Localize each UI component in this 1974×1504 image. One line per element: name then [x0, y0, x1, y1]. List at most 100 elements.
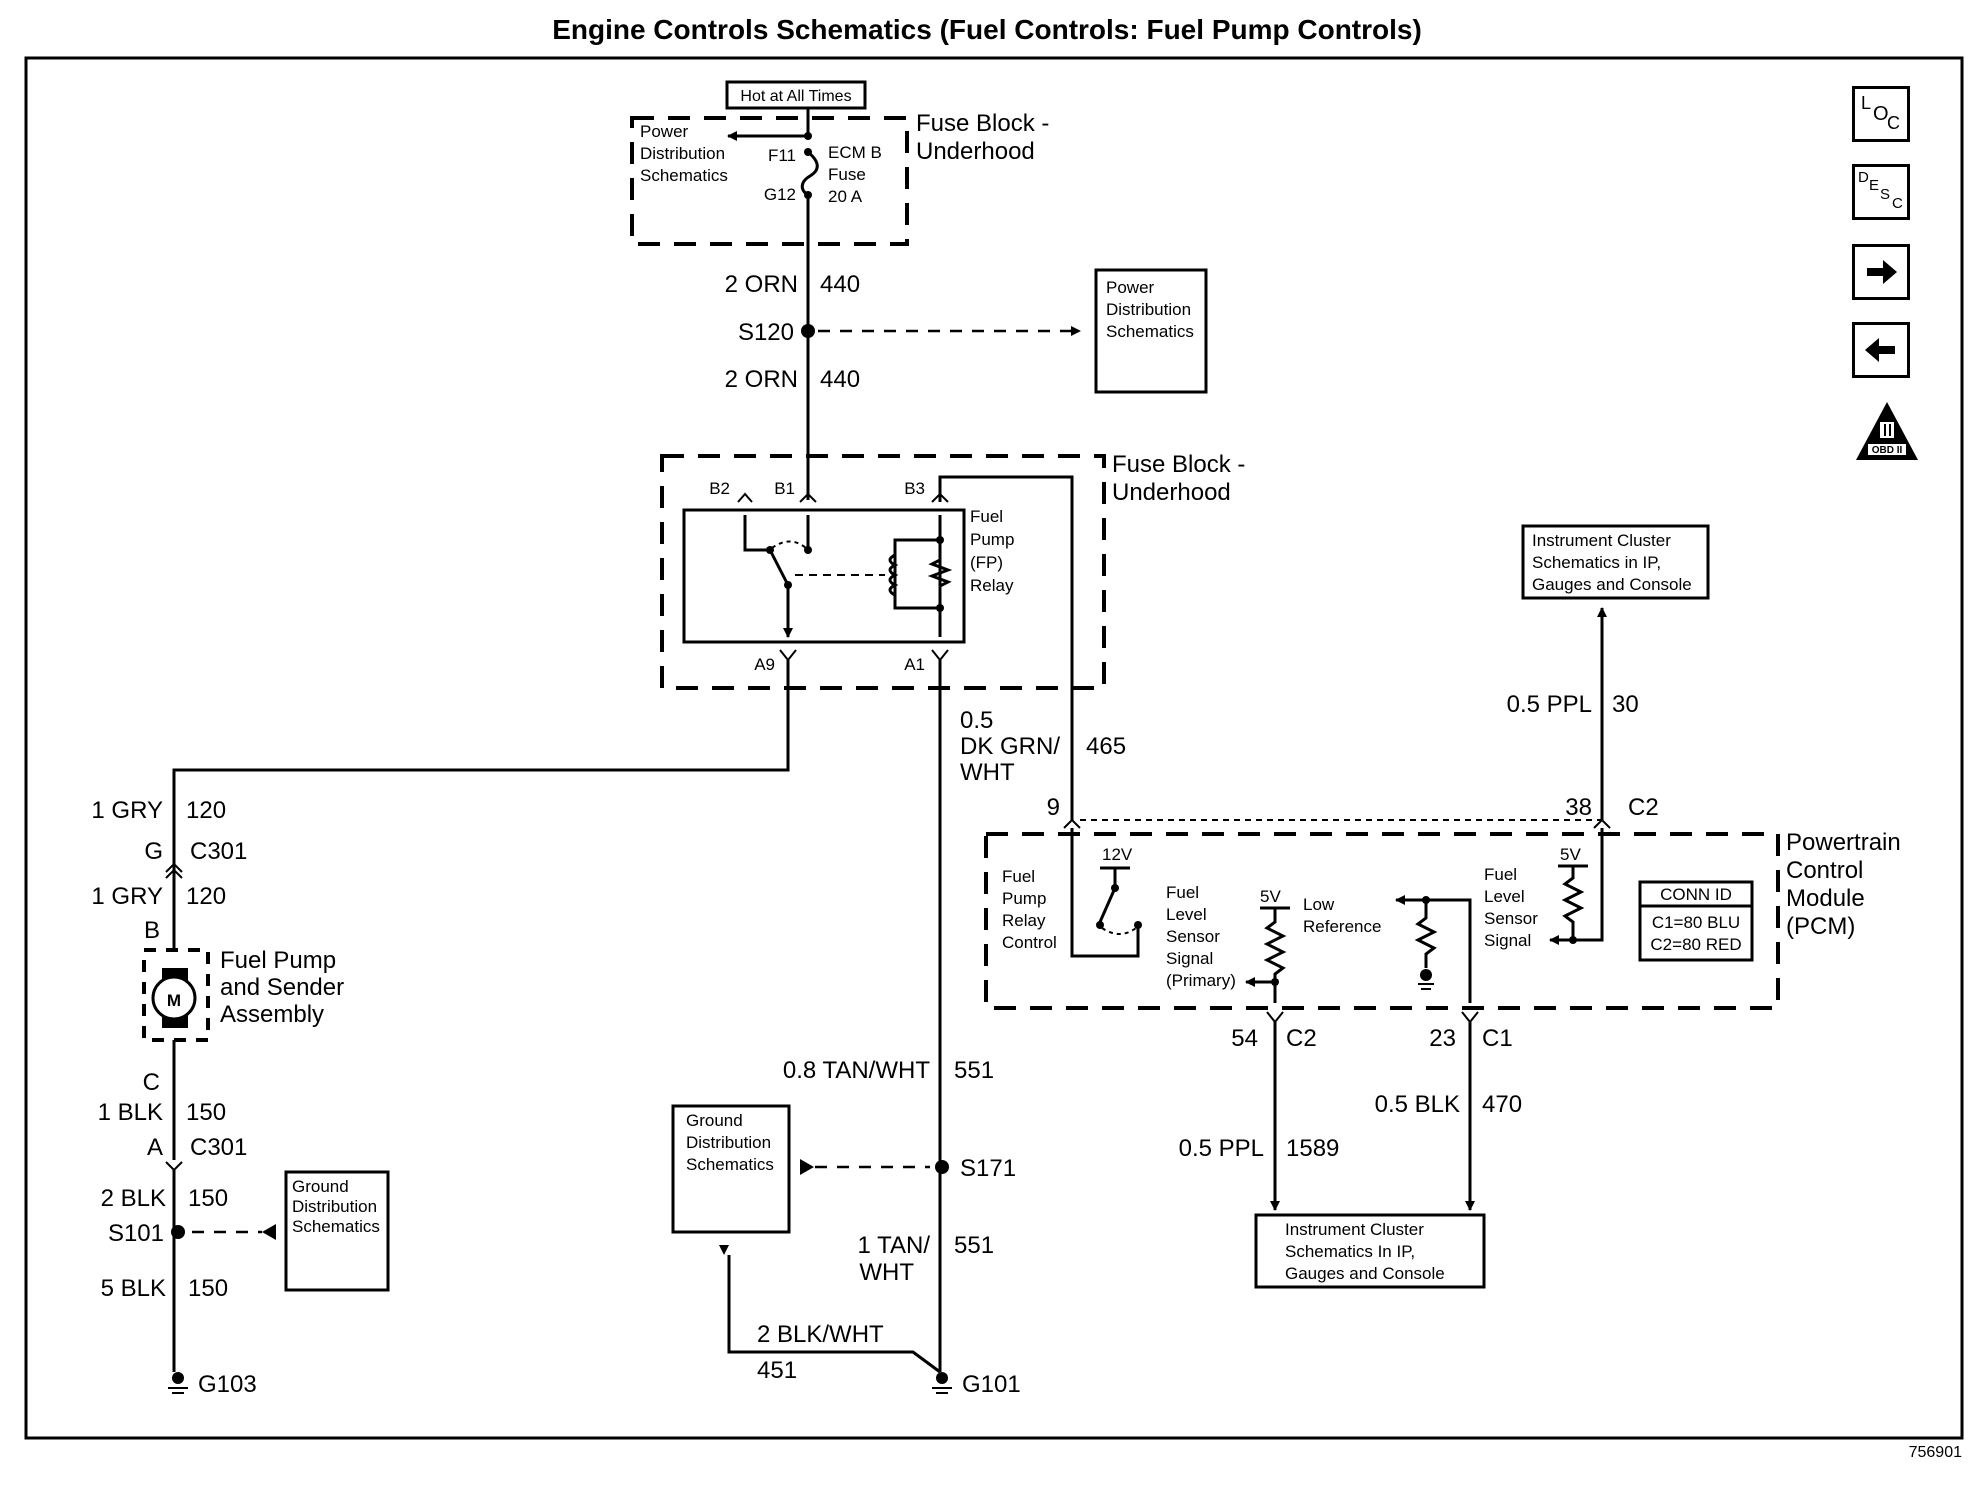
voltage-5v: 5V [1260, 887, 1281, 906]
svg-text:(FP): (FP) [970, 553, 1003, 572]
wire-color-label: 1 GRY [91, 883, 163, 910]
svg-text:Fuel: Fuel [1484, 865, 1517, 884]
low-reference-label: Low Reference [1303, 895, 1381, 936]
pin-b3: B3 [904, 479, 925, 498]
svg-text:C1=80 BLU: C1=80 BLU [1652, 913, 1740, 932]
svg-text:Fuel: Fuel [970, 507, 1003, 526]
fuse-block-label-1: Fuse Block - [916, 110, 1049, 137]
svg-text:WHT: WHT [859, 1259, 914, 1286]
pull-up-resistor-icon [1263, 908, 1287, 1003]
svg-text:Powertrain: Powertrain [1786, 829, 1901, 856]
ground-distribution-ref-2[interactable]: Ground Distribution Schematics [671, 1104, 791, 1234]
svg-text:OBD II: OBD II [1872, 445, 1903, 456]
obd-ii-icon[interactable]: OBD II [1856, 402, 1918, 460]
svg-text:Fuel Pump: Fuel Pump [220, 947, 336, 974]
diagram-title: Engine Controls Schematics (Fuel Control… [552, 14, 1422, 45]
wire-451 [727, 1255, 941, 1374]
svg-text:Power: Power [1106, 278, 1155, 297]
pin-a9: A9 [754, 655, 775, 674]
description-button[interactable]: D E S C [1852, 164, 1910, 220]
svg-text:Gauges and Console: Gauges and Console [1532, 575, 1692, 594]
fuel-level-primary-label: Fuel Level Sensor Signal (Primary) [1166, 883, 1236, 990]
relay-resistor-icon [927, 558, 953, 588]
wire-color-label: 5 BLK [101, 1275, 166, 1302]
wire-b3-feed [938, 475, 1074, 820]
svg-text:WHT: WHT [960, 759, 1015, 786]
next-page-button[interactable] [1852, 244, 1910, 300]
instrument-cluster-ref-bottom[interactable]: Instrument Cluster Schematics In IP, Gau… [1254, 1213, 1486, 1289]
wire-color-label: 1 GRY [91, 797, 163, 824]
splice-s171 [935, 1160, 949, 1174]
circuit-number: 470 [1482, 1091, 1522, 1118]
power-distribution-ref-2[interactable]: Power Distribution Schematics [1094, 268, 1208, 394]
svg-text:Level: Level [1166, 905, 1207, 924]
svg-text:DK GRN/: DK GRN/ [960, 733, 1060, 760]
fuel-pump-label: Fuel Pump and Sender Assembly [220, 947, 344, 1028]
svg-text:Ground: Ground [686, 1111, 743, 1130]
svg-text:Sensor: Sensor [1166, 927, 1220, 946]
connector-pin: A [147, 1134, 163, 1161]
ground-label-g103: G103 [198, 1371, 257, 1398]
svg-text:Relay: Relay [970, 576, 1014, 595]
connector-pin: B [144, 917, 160, 944]
wire-color-label: 0.5 PPL [1179, 1135, 1264, 1162]
svg-text:Gauges and Console: Gauges and Console [1285, 1264, 1445, 1283]
desc-letter: C [1892, 195, 1903, 212]
svg-text:Control: Control [1002, 933, 1057, 952]
pcm-pin-38: 38 [1565, 794, 1592, 821]
arrow-left-icon [1865, 338, 1895, 362]
svg-text:Schematics: Schematics [1106, 322, 1194, 341]
splice-label: S120 [738, 319, 794, 346]
circuit-number: 440 [820, 366, 860, 393]
connector-c301: C301 [190, 1134, 247, 1161]
circuit-number: 120 [186, 797, 226, 824]
svg-text:Schematics: Schematics [686, 1155, 774, 1174]
fuse-block-label-1b: Underhood [916, 138, 1035, 165]
desc-letter: S [1880, 186, 1891, 203]
pcm-pin-54: 54 [1231, 1025, 1258, 1052]
svg-text:Ground: Ground [292, 1177, 349, 1196]
signal-resistor-icon [1561, 866, 1585, 938]
pin-b2: B2 [709, 479, 730, 498]
circuit-number: 150 [186, 1099, 226, 1126]
ground-distribution-ref-1[interactable]: Ground Distribution Schematics [284, 1170, 390, 1292]
pcm-switch-icon [1098, 887, 1117, 923]
fuse-block-underhood-2 [660, 454, 1106, 690]
fuse-pin-g12: G12 [764, 185, 796, 204]
circuit-number: 1589 [1286, 1135, 1339, 1162]
motor-label: M [167, 991, 181, 1010]
loc-letter: L [1861, 93, 1872, 113]
svg-text:Reference: Reference [1303, 917, 1381, 936]
svg-text:ECM B: ECM B [828, 143, 882, 162]
instrument-cluster-ref-top[interactable]: Instrument Cluster Schematics in IP, Gau… [1521, 524, 1710, 600]
svg-text:Schematics: Schematics [640, 166, 728, 185]
connector-c301: C301 [190, 838, 247, 865]
connector-c2: C2 [1286, 1025, 1317, 1052]
circuit-number: 440 [820, 271, 860, 298]
svg-text:Relay: Relay [1002, 911, 1046, 930]
connector-pin: G [144, 838, 163, 865]
svg-text:Distribution: Distribution [1106, 300, 1191, 319]
svg-text:Instrument Cluster: Instrument Cluster [1532, 531, 1671, 550]
svg-text:and Sender: and Sender [220, 974, 344, 1001]
svg-text:Hot at All Times: Hot at All Times [740, 88, 851, 105]
svg-text:Schematics In IP,: Schematics In IP, [1285, 1242, 1415, 1261]
connector-c2: C2 [1628, 794, 1659, 821]
fuse-block-underhood-1 [630, 116, 909, 246]
svg-text:Distribution: Distribution [292, 1197, 377, 1216]
svg-text:Assembly: Assembly [220, 1001, 324, 1028]
ground-label-g101: G101 [962, 1371, 1021, 1398]
svg-text:Signal: Signal [1166, 949, 1213, 968]
reference-resistor-icon [1414, 900, 1438, 968]
fuse-name: ECM B Fuse 20 A [828, 143, 882, 206]
loc-letter: O [1873, 103, 1889, 125]
motor-icon [151, 975, 197, 1021]
power-distribution-ref-1[interactable]: Power Distribution Schematics [640, 122, 728, 185]
pin-a1: A1 [904, 655, 925, 674]
wire-color-label: 0.5 PPL [1507, 691, 1592, 718]
arrow-right-icon [1867, 260, 1897, 284]
location-button[interactable]: L O C [1852, 86, 1910, 142]
previous-page-button[interactable] [1852, 322, 1910, 378]
svg-text:0.5: 0.5 [960, 707, 993, 734]
svg-text:Signal: Signal [1484, 931, 1531, 950]
